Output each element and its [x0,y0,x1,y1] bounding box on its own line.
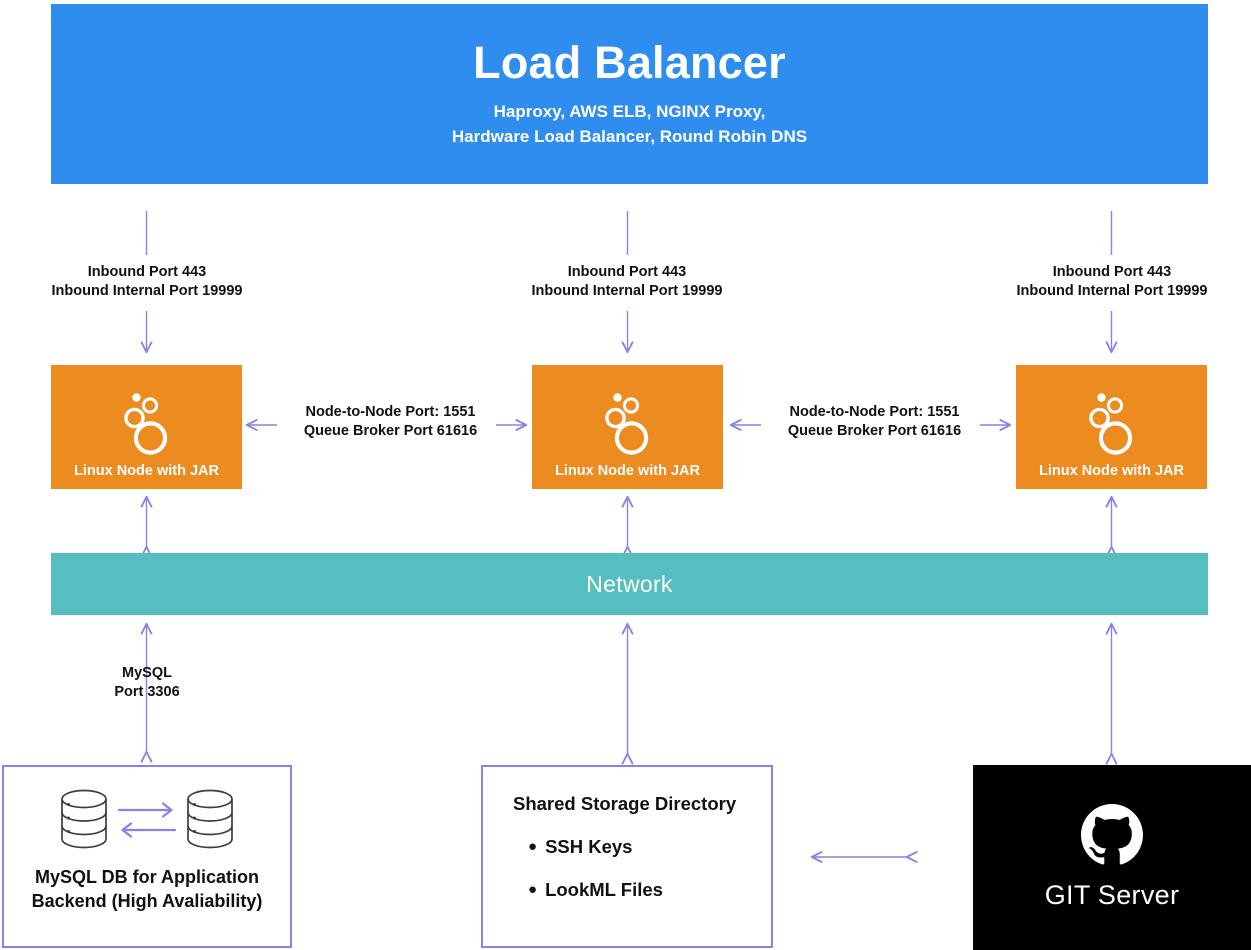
node-to-node-label-right: Node-to-Node Port: 1551 Queue Broker Por… [752,403,997,442]
mysql-connector-line1: MySQL [122,665,172,681]
network-bar: Network [51,553,1208,615]
node-to-node-left-line2: Queue Broker Port 61616 [303,423,478,440]
bullet-icon: ● [528,881,538,899]
mysql-replication-row [4,788,290,850]
database-cylinder-icon [187,789,233,849]
linux-node-label-left: Linux Node with JAR [74,462,219,479]
node-to-node-label-left: Node-to-Node Port: 1551 Queue Broker Por… [268,403,513,442]
inbound-label-right-line2: Inbound Internal Port 19999 [1016,283,1208,300]
shared-storage-item-label: SSH Keys [545,836,633,858]
network-label: Network [586,570,673,597]
load-balancer-title: Load Balancer [473,36,786,88]
inbound-connector-label-right: Inbound Port 443 Inbound Internal Port 1… [987,263,1237,302]
inbound-label-left-line1: Inbound Port 443 [87,264,207,280]
inbound-connector-label-left: Inbound Port 443 Inbound Internal Port 1… [22,263,272,302]
linux-node-label-right: Linux Node with JAR [1039,462,1184,479]
inbound-label-left-line2: Inbound Internal Port 19999 [51,283,243,300]
load-balancer-subtitle: Haproxy, AWS ELB, NGINX Proxy, Hardware … [452,100,807,149]
mysql-connector-label: MySQL Port 3306 [71,664,223,703]
database-cylinder-icon [61,789,107,849]
mysql-db-caption-line2: Backend (High Avaliability) [31,890,263,911]
load-balancer-subtitle-line1: Haproxy, AWS ELB, NGINX Proxy, [493,101,766,121]
mysql-connector-line2: Port 3306 [114,684,180,701]
bullet-icon: ● [528,838,538,856]
shared-storage-title: Shared Storage Directory [513,793,737,814]
mysql-replication-arrows [117,802,177,838]
shared-storage-box: Shared Storage Directory ● SSH Keys ● Look… [481,765,773,948]
mysql-db-box: MySQL DB for Application Backend (High A… [2,765,292,948]
load-balancer-subtitle-line2: Hardware Load Balancer, Round Robin DNS [451,126,808,146]
inbound-label-center-line2: Inbound Internal Port 19999 [531,283,723,300]
git-server-box: GIT Server [973,765,1251,950]
load-balancer-box: Load Balancer Haproxy, AWS ELB, NGINX Pr… [51,4,1208,184]
inbound-label-right-line1: Inbound Port 443 [1052,264,1172,280]
inbound-label-center-line1: Inbound Port 443 [567,264,687,280]
shared-storage-item-ssh-keys: ● SSH Keys [528,836,771,858]
mysql-db-caption: MySQL DB for Application Backend (High A… [4,866,290,914]
node-to-node-right-line1: Node-to-Node Port: 1551 [789,404,960,420]
shared-storage-item-lookml-files: ● LookML Files [528,879,771,901]
github-octocat-icon [1081,804,1143,865]
looker-logo-icon [123,392,167,455]
linux-node-box-center: Linux Node with JAR [532,365,723,489]
linux-node-box-right: Linux Node with JAR [1016,365,1207,489]
shared-storage-item-label: LookML Files [545,879,663,901]
inbound-connector-label-center: Inbound Port 443 Inbound Internal Port 1… [502,263,752,302]
linux-node-label-center: Linux Node with JAR [555,462,700,479]
node-to-node-left-line1: Node-to-Node Port: 1551 [305,404,476,420]
looker-logo-icon [604,392,648,455]
linux-node-box-left: Linux Node with JAR [51,365,242,489]
node-to-node-right-line2: Queue Broker Port 61616 [787,423,962,440]
git-server-label: GIT Server [1044,880,1180,910]
mysql-db-caption-line1: MySQL DB for Application [34,867,259,887]
looker-logo-icon [1088,392,1132,455]
